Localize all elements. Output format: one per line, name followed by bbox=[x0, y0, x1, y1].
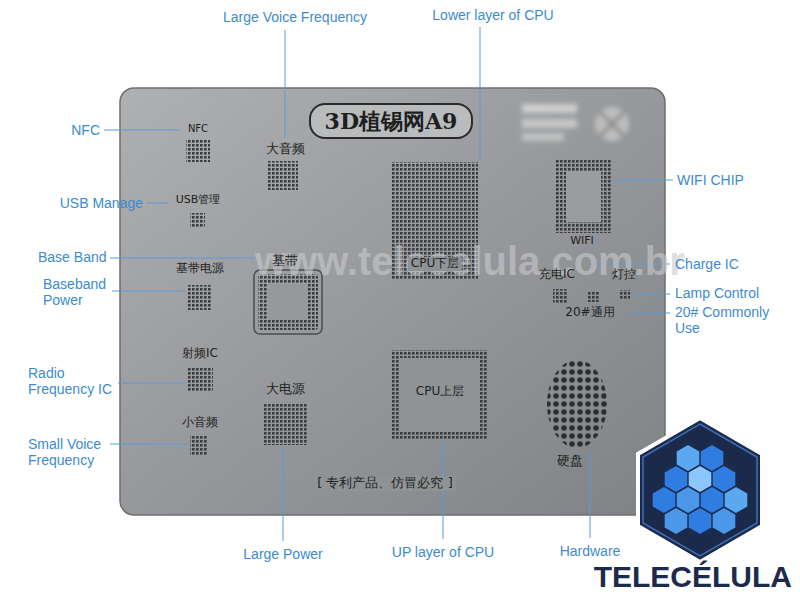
callout-label: Base Band bbox=[38, 249, 107, 265]
solder-grids bbox=[186, 139, 630, 455]
region-label: 硬盘 bbox=[557, 454, 583, 469]
callout-label: Small Voice Frequency bbox=[28, 436, 113, 468]
callout-label: Large Power bbox=[243, 546, 322, 562]
region-label: 射频IC bbox=[182, 347, 218, 361]
callout-label: Hardware bbox=[560, 543, 621, 559]
region-label: 大音频 bbox=[266, 142, 305, 157]
region-label: [ 专利产品、仿冒必究 ] bbox=[314, 476, 455, 491]
callout-label: Large Voice Frequency bbox=[223, 9, 367, 25]
brand-hexagon bbox=[638, 418, 762, 562]
region-label: 20#通用 bbox=[565, 306, 614, 320]
blurred-logo bbox=[522, 104, 629, 141]
callout-label: Lamp Control bbox=[675, 285, 759, 301]
stencil-plate-shape bbox=[120, 88, 665, 515]
leader-lines bbox=[104, 27, 673, 541]
region-label: 基带电源 bbox=[176, 262, 224, 276]
callout-label: WIFI CHIP bbox=[677, 172, 744, 188]
callout-label: USB Manage bbox=[60, 195, 143, 211]
callout-label: Charge IC bbox=[675, 256, 739, 272]
stencil-plate: NFC 大音频 USB管理基带 CPU下层 WIFI 基带电源 充电IC 灯控 20#通用射频I… bbox=[120, 88, 665, 515]
callout-label: Baseband Power bbox=[43, 276, 123, 308]
region-label: 大电源 bbox=[266, 382, 305, 397]
region-label: CPU上层 bbox=[416, 385, 464, 399]
region-label: CPU下层 bbox=[408, 257, 462, 271]
region-label: 小音频 bbox=[182, 416, 218, 430]
title-box: 3D植锡网A9 bbox=[309, 103, 474, 139]
callout-label: NFC bbox=[71, 122, 100, 138]
callout-label: UP layer of CPU bbox=[392, 544, 494, 560]
callout-label: 20# Commonly Use bbox=[675, 304, 775, 336]
region-label: NFC bbox=[188, 123, 208, 135]
region-label: USB管理 bbox=[176, 194, 221, 207]
region-label: 基带 bbox=[272, 254, 298, 269]
callout-label: Lower layer of CPU bbox=[432, 7, 553, 23]
region-label: 充电IC bbox=[539, 268, 575, 282]
stencil-title: 3D植锡网A9 bbox=[325, 108, 458, 134]
region-label: WIFI bbox=[570, 235, 594, 248]
region-label: 灯控 bbox=[612, 268, 636, 282]
callout-label: Radio Frequency IC bbox=[28, 365, 123, 397]
brand-name: TELECÉLULA bbox=[594, 560, 792, 595]
